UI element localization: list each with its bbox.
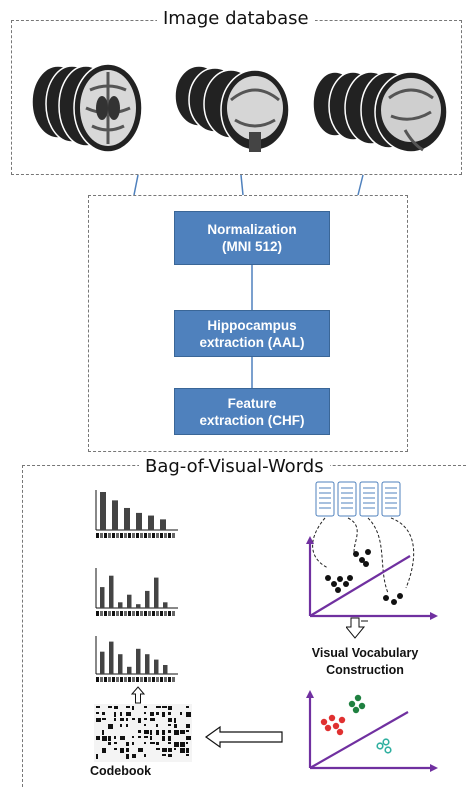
histogram-bar xyxy=(154,659,159,674)
vocabulary-label-line2: Construction xyxy=(326,663,404,677)
pipeline-box xyxy=(88,195,408,452)
left-arrow-icon xyxy=(204,725,283,749)
histogram-bar xyxy=(112,500,118,530)
feature-step-line2: extraction (CHF) xyxy=(199,412,305,428)
histogram-bar xyxy=(100,492,106,530)
histogram-bar xyxy=(163,665,168,674)
normalization-step-line2: (MNI 512) xyxy=(221,239,282,254)
histogram-bar xyxy=(100,587,105,608)
histogram-bar xyxy=(124,507,130,530)
histogram-bar xyxy=(148,515,154,530)
vocabulary-label-line1: Visual Vocabulary xyxy=(311,646,419,660)
histogram-bar xyxy=(136,604,141,608)
histogram-bar xyxy=(127,594,132,608)
up-arrow-icon xyxy=(131,686,145,704)
histogram-bar xyxy=(127,666,132,674)
vocabulary-label: Visual Vocabulary Construction xyxy=(290,645,440,679)
bovw-title: Bag-of-Visual-Words xyxy=(139,456,330,477)
histogram-bar xyxy=(136,648,141,674)
histogram-bar xyxy=(118,654,123,674)
brain-mri-coronal-stack xyxy=(174,65,290,152)
histogram-2 xyxy=(95,568,178,616)
histogram-3 xyxy=(95,636,178,682)
down-arrow-icon xyxy=(346,617,368,639)
codebook-mosaic xyxy=(94,704,192,762)
histogram-bar xyxy=(163,602,168,608)
hippocampus-step-line2: extraction (AAL) xyxy=(199,334,305,350)
codebook-label: Codebook xyxy=(90,764,152,778)
histogram-bar xyxy=(100,651,105,674)
hippocampus-extraction-step: Hippocampus extraction (AAL) xyxy=(174,310,330,357)
histogram-bar xyxy=(109,641,114,674)
hippocampus-step-line1: Hippocampus xyxy=(207,317,297,333)
feature-scatter-plot xyxy=(306,481,438,620)
feature-extraction-step: Feature extraction (CHF) xyxy=(174,388,330,435)
histogram-bar xyxy=(118,602,123,608)
brain-mri-axial-stack xyxy=(31,63,143,153)
histogram-bar xyxy=(145,654,150,674)
histogram-bar xyxy=(145,590,150,608)
histogram-bar xyxy=(136,512,142,530)
histogram-1 xyxy=(95,490,178,538)
image-database-title: Image database xyxy=(157,8,315,29)
histogram-bar xyxy=(109,575,114,608)
cluster-plot xyxy=(306,690,438,772)
normalization-step-line1: Normalization xyxy=(207,222,297,237)
feature-step-line1: Feature xyxy=(227,395,277,411)
brain-mri-sagittal-stack xyxy=(312,71,448,153)
normalization-step: Normalization (MNI 512) xyxy=(174,211,330,265)
histogram-bar xyxy=(154,577,159,608)
histogram-bar xyxy=(160,519,166,530)
